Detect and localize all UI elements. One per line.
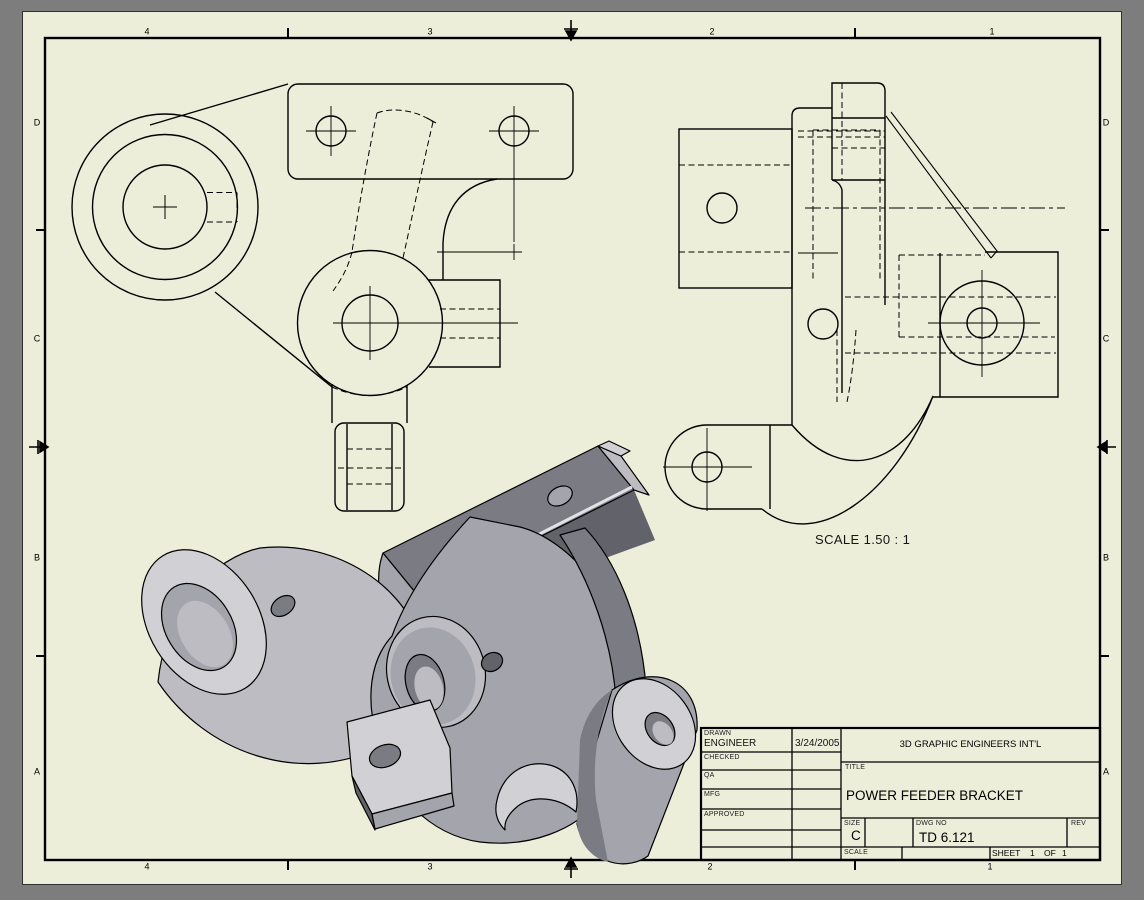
size-value: C <box>851 828 861 843</box>
drawing-title: POWER FEEDER BRACKET <box>846 788 1024 803</box>
sheet-frame <box>29 20 1116 878</box>
mfg-label: MFG <box>704 791 721 798</box>
center-mark-arrows <box>29 20 1116 878</box>
cylinder-top-hole <box>270 594 296 618</box>
side-view <box>663 82 1065 525</box>
sheet-number: 1 <box>1030 848 1035 858</box>
zone-label-left-B: B <box>33 552 41 563</box>
view-scale-note: SCALE 1.50 : 1 <box>815 532 911 547</box>
boss-bore-circle <box>122 164 208 250</box>
side-bottom-lobe <box>663 424 792 511</box>
top-plate <box>287 83 574 180</box>
drawn-date: 3/24/2005 <box>795 738 840 749</box>
zone-label-bottom-1: 1 <box>987 861 993 872</box>
dwg-no-label: DWG NO <box>916 820 947 827</box>
company-name: 3D GRAPHIC ENGINEERS INT'L <box>899 739 1042 750</box>
side-right-block <box>933 251 1059 398</box>
zone-label-left-A: A <box>33 766 41 777</box>
zone-label-top-4: 4 <box>144 26 150 37</box>
zone-label-top-3: 3 <box>427 26 433 37</box>
drawn-label: DRAWN <box>704 730 732 737</box>
front-view <box>71 83 574 512</box>
zone-label-left-C: C <box>33 333 41 344</box>
checked-label: CHECKED <box>704 754 740 761</box>
dwg-no-value: TD 6.121 <box>919 830 975 845</box>
curved-web <box>761 395 934 525</box>
sheet-count: 1 <box>1062 848 1067 858</box>
size-label: SIZE <box>844 820 861 827</box>
drawn-by-value: ENGINEER <box>704 738 757 749</box>
zone-label-bottom-4: 4 <box>144 861 150 872</box>
zone-label-right-A: A <box>1102 766 1110 777</box>
title-label: TITLE <box>845 764 866 771</box>
zone-label-top-2: 2 <box>709 26 715 37</box>
sheet-label: SHEET <box>992 848 1021 858</box>
mid-small-hole <box>480 651 504 673</box>
title-block-grid <box>699 726 1102 862</box>
boss-outer-circle <box>71 113 259 301</box>
approved-label: APPROVED <box>704 811 745 818</box>
zone-label-right-B: B <box>1102 552 1110 563</box>
stem <box>331 384 408 512</box>
bottom-tab-hole <box>368 743 402 769</box>
zone-label-right-D: D <box>1102 117 1110 128</box>
qa-label: QA <box>704 772 715 779</box>
zone-label-bottom-2: 2 <box>707 861 713 872</box>
side-column <box>791 107 832 425</box>
pointer-edge <box>885 111 998 259</box>
sheet-of-label: OF <box>1044 848 1056 858</box>
zone-label-bottom-3: 3 <box>427 861 433 872</box>
scale-label: SCALE <box>844 849 868 856</box>
tangent-lines <box>149 83 333 388</box>
isometric-view-3d-model <box>141 440 698 865</box>
zone-label-top-1: 1 <box>989 26 995 37</box>
rev-label: REV <box>1071 820 1086 827</box>
hidden-boss-edges <box>331 109 434 396</box>
side-left-block <box>678 128 793 289</box>
zone-label-left-D: D <box>33 117 41 128</box>
zone-label-right-C: C <box>1102 333 1110 344</box>
